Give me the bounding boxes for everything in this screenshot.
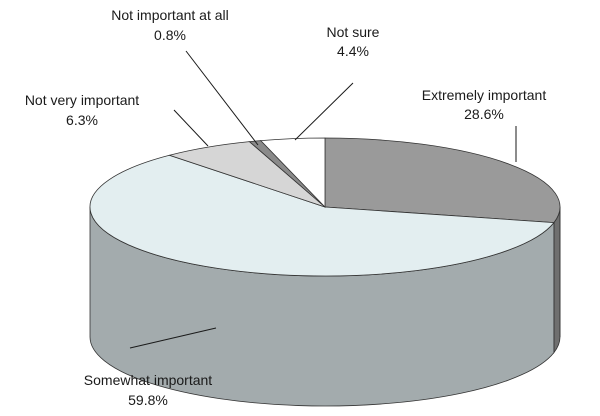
slice-value-label: 59.8% bbox=[128, 392, 168, 408]
slice-label: Not sure bbox=[327, 24, 380, 40]
leader-line bbox=[294, 82, 354, 141]
pie-slice bbox=[89, 154, 555, 277]
slice-label: Not very important bbox=[25, 92, 139, 108]
leader-line bbox=[173, 109, 209, 147]
slice-value-label: 28.6% bbox=[464, 106, 504, 122]
pie-slice bbox=[259, 137, 326, 208]
pie-slice-side bbox=[553, 206, 561, 354]
slice-value-label: 6.3% bbox=[66, 112, 98, 128]
slice-label: Not important at all bbox=[111, 7, 229, 23]
slice-label: Extremely important bbox=[422, 87, 547, 103]
pie-slice bbox=[324, 137, 561, 224]
pie-top-layer bbox=[89, 137, 561, 277]
leader-line bbox=[185, 50, 259, 146]
slice-value-label: 0.8% bbox=[154, 27, 186, 43]
leader-line bbox=[129, 327, 217, 349]
pie-labels: Extremely important 28.6% Somewhat importa… bbox=[25, 7, 547, 408]
slice-label: Somewhat important bbox=[84, 372, 213, 388]
slice-value-label: 4.4% bbox=[337, 43, 369, 59]
pie-side-layer bbox=[89, 206, 561, 407]
